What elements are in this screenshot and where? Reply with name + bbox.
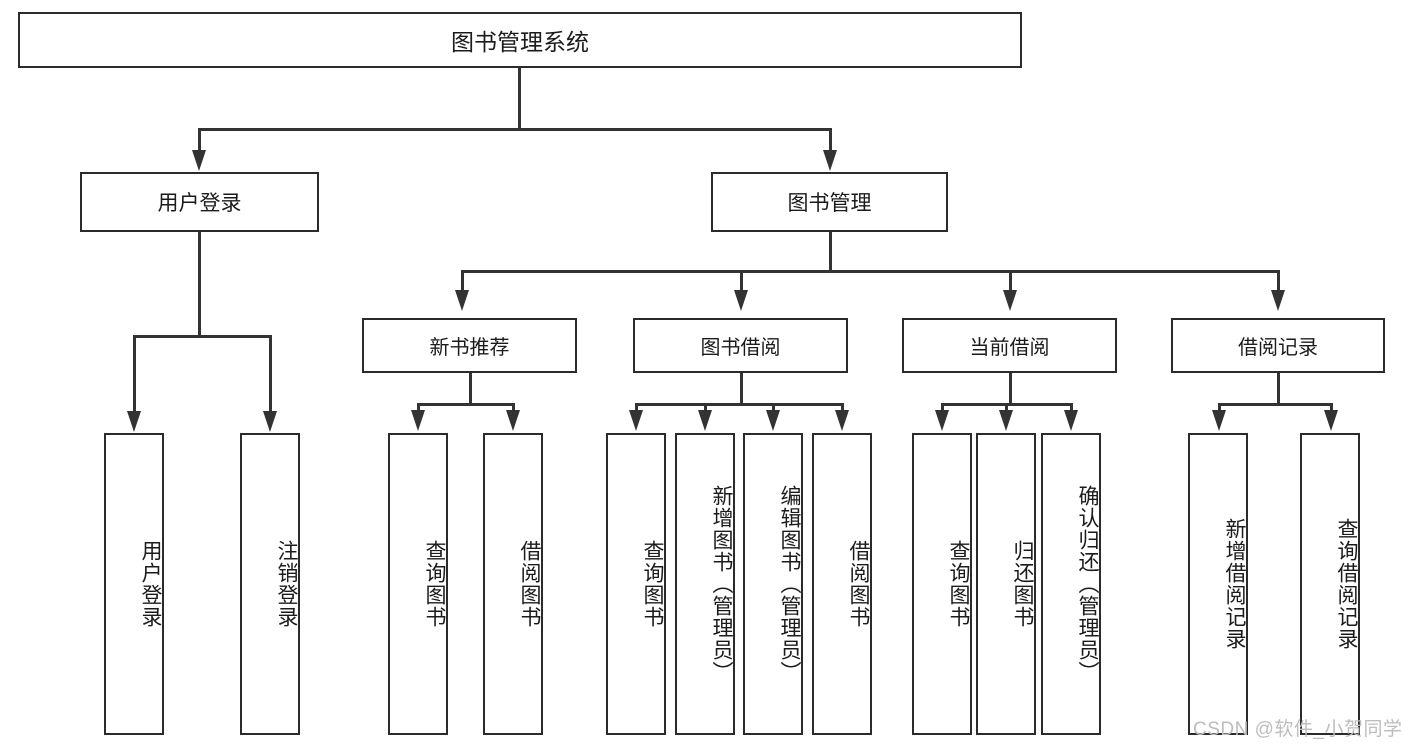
node-label: 查询图书	[423, 540, 446, 628]
watermark: CSDN @软件_小贺同学	[1193, 719, 1403, 740]
node-label: 新增借阅记录	[1223, 518, 1246, 650]
arrowhead-leaf-query-record	[1324, 410, 1338, 431]
connector-book-management-bus	[461, 270, 1280, 273]
arrowhead-leaf-add-record	[1212, 410, 1226, 431]
arrowhead-current-borrow	[1003, 290, 1017, 311]
node-borrow-record[interactable]: 借阅记录	[1171, 318, 1385, 373]
connector-root-to-book-management	[829, 128, 832, 154]
arrowhead-leaf-edit-book	[766, 410, 780, 431]
connector-bm-drop-borrow-record	[1277, 270, 1280, 292]
node-new-book-recommend[interactable]: 新书推荐	[362, 318, 577, 373]
connector-br-drop-1	[1218, 403, 1221, 413]
node-label: 借阅记录	[1238, 337, 1318, 359]
connector-new-book-drop-2	[512, 403, 515, 413]
arrowhead-leaf-user-logout	[263, 411, 277, 432]
node-leaf-borrow-book[interactable]: 借阅图书	[812, 433, 872, 735]
node-label: 借阅图书	[518, 540, 541, 628]
node-label: 编辑图书（管理员）	[778, 485, 801, 683]
connector-cb-drop-3	[1070, 403, 1073, 413]
node-label: 查询借阅记录	[1335, 518, 1358, 650]
connector-bb-drop-1	[635, 403, 638, 413]
arrowhead-leaf-user-login	[127, 411, 141, 432]
node-label: 注销登录	[275, 540, 298, 628]
connector-new-book-bus	[417, 403, 515, 406]
node-leaf-query-book-borrow[interactable]: 查询图书	[606, 433, 666, 735]
connector-bb-drop-2	[704, 403, 707, 413]
node-leaf-query-borrow-record[interactable]: 查询借阅记录	[1300, 433, 1360, 735]
arrowhead-leaf-return-book	[999, 410, 1013, 431]
node-book-borrow[interactable]: 图书借阅	[633, 318, 848, 373]
connector-book-management-stem	[829, 232, 832, 270]
connector-root-stem	[518, 68, 521, 128]
node-label: 图书管理系统	[451, 29, 589, 55]
node-leaf-query-book-current[interactable]: 查询图书	[912, 433, 972, 735]
arrowhead-leaf-query-book-1	[411, 410, 425, 431]
node-label: 当前借阅	[969, 337, 1050, 359]
connector-br-drop-2	[1330, 403, 1333, 413]
node-leaf-return-book[interactable]: 归还图书	[976, 433, 1036, 735]
node-leaf-add-borrow-record[interactable]: 新增借阅记录	[1188, 433, 1248, 735]
connector-cb-drop-1	[941, 403, 944, 413]
node-leaf-confirm-return-admin[interactable]: 确认归还（管理员）	[1041, 433, 1101, 735]
node-label: 图书借阅	[700, 337, 781, 359]
connector-user-login-drop-2	[269, 335, 272, 415]
node-label: 查询图书	[947, 540, 970, 628]
node-leaf-user-logout[interactable]: 注销登录	[240, 433, 300, 735]
node-label: 用户登录	[139, 540, 162, 628]
connector-user-login-drop-1	[133, 335, 136, 415]
connector-root-to-user-login	[198, 128, 201, 154]
connector-user-login-bus	[133, 335, 272, 338]
arrowhead-leaf-add-book	[698, 410, 712, 431]
arrowhead-borrow-record	[1271, 290, 1285, 311]
node-label: 查询图书	[641, 540, 664, 628]
connector-bb-drop-3	[772, 403, 775, 413]
node-label: 新书推荐	[429, 337, 510, 359]
connector-borrow-record-stem	[1277, 373, 1280, 403]
node-current-borrow[interactable]: 当前借阅	[902, 318, 1117, 373]
node-root-book-management-system[interactable]: 图书管理系统	[18, 12, 1022, 68]
arrowhead-leaf-confirm-return	[1064, 410, 1078, 431]
node-label: 借阅图书	[847, 540, 870, 628]
connector-new-book-stem	[469, 373, 472, 403]
connector-borrow-record-bus	[1218, 403, 1333, 406]
connector-new-book-drop-1	[417, 403, 420, 413]
node-leaf-user-login[interactable]: 用户登录	[104, 433, 164, 735]
connector-bm-drop-current-borrow	[1009, 270, 1012, 292]
arrowhead-user-login	[192, 150, 206, 171]
arrowhead-leaf-query-book-2	[629, 410, 643, 431]
connector-book-borrow-bus	[635, 403, 843, 406]
connector-cb-drop-2	[1005, 403, 1008, 413]
connector-current-borrow-stem	[1009, 373, 1012, 403]
node-user-login[interactable]: 用户登录	[80, 172, 319, 232]
node-label: 图书管理	[787, 192, 872, 215]
arrowhead-leaf-query-book-3	[935, 410, 949, 431]
node-leaf-add-book-admin[interactable]: 新增图书（管理员）	[675, 433, 735, 735]
node-label: 归还图书	[1011, 540, 1034, 628]
node-book-management[interactable]: 图书管理	[711, 172, 948, 232]
node-label: 新增图书（管理员）	[710, 485, 733, 683]
connector-bb-drop-4	[841, 403, 844, 413]
arrowhead-new-book-recommend	[455, 290, 469, 311]
arrowhead-leaf-borrow-book-1	[506, 410, 520, 431]
node-leaf-query-book-new-recommend[interactable]: 查询图书	[388, 433, 448, 735]
node-leaf-edit-book-admin[interactable]: 编辑图书（管理员）	[743, 433, 803, 735]
connector-bm-drop-book-borrow	[740, 270, 743, 292]
connector-bm-drop-new-book	[461, 270, 464, 292]
arrowhead-leaf-borrow-book-2	[835, 410, 849, 431]
node-label: 用户登录	[157, 192, 242, 215]
connector-root-bus	[198, 128, 832, 131]
node-label: 确认归还（管理员）	[1076, 485, 1099, 683]
arrowhead-book-borrow	[734, 290, 748, 311]
arrowhead-book-management	[823, 150, 837, 171]
connector-book-borrow-stem	[740, 373, 743, 403]
node-leaf-borrow-book-new-recommend[interactable]: 借阅图书	[483, 433, 543, 735]
connector-user-login-stem	[198, 232, 201, 335]
